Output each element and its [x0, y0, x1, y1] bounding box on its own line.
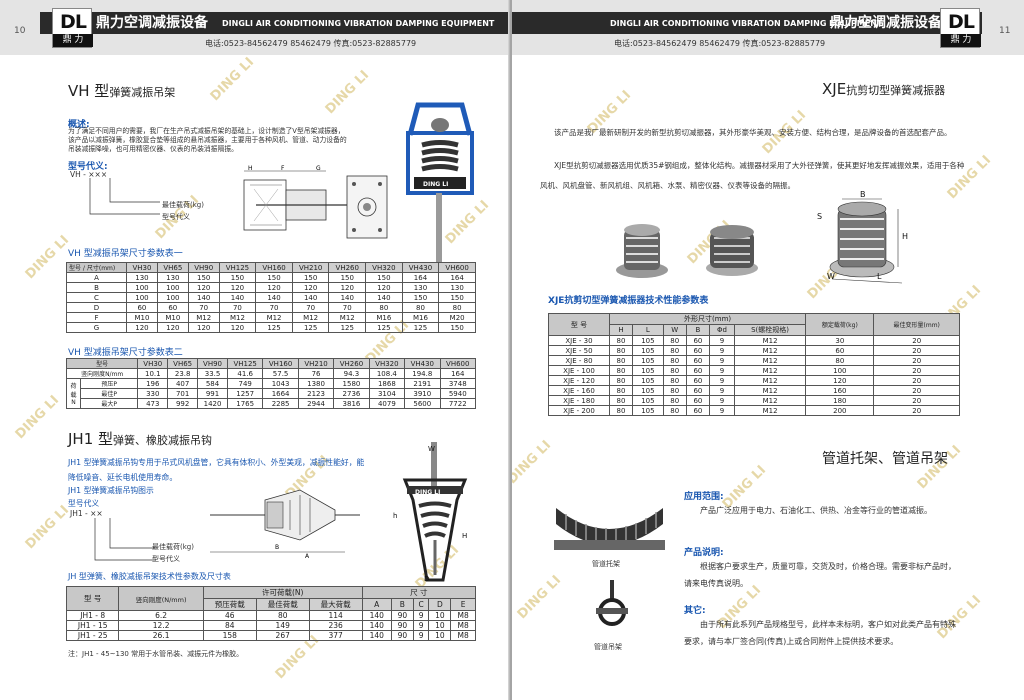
jh-code-label: 型号代义	[68, 499, 100, 508]
svg-text:G: G	[316, 165, 321, 172]
svg-text:B: B	[275, 544, 279, 551]
jh-product-image: DING LI	[402, 442, 468, 582]
jh-description: JH1 型弹簧减振吊钩专用于吊式风机盘管，它具有体积小、外型美观，减振性能好，能…	[68, 458, 365, 482]
svg-text:H: H	[248, 165, 253, 172]
jh-code-lines	[94, 518, 155, 561]
xje-product-image-1	[616, 224, 668, 278]
xje-dimension-drawing	[829, 198, 903, 284]
xje-table-title: XJE抗剪切型弹簧减振器技术性能参数表	[548, 296, 709, 306]
company-name-en: DINGLI AIR CONDITIONING VIBRATION DAMPIN…	[222, 19, 495, 28]
watermark: DING LI	[512, 437, 555, 488]
book-spine	[508, 0, 514, 700]
jh-section-drawing: BA	[210, 489, 360, 560]
watermark: DING LI	[322, 67, 373, 118]
vh-title: VH 型弹簧减振吊架	[68, 82, 176, 100]
xje-product-image-2	[706, 225, 758, 276]
pipe-app-text: 产品广泛应用于电力、石油化工、供热、冶金等行业的管道减振。	[700, 506, 932, 515]
jh-table-title: JH 型弹簧、橡胶减振吊架技术性参数及尺寸表	[68, 572, 231, 581]
pipe-app-label: 应用范围:	[684, 492, 724, 502]
jh-code-load: 最佳载荷(kg)	[152, 543, 194, 551]
logo: DL 鼎 力	[52, 8, 93, 48]
vh-table2-title: VH 型减振吊架尺寸参数表二	[68, 348, 183, 358]
watermark: DING LI	[12, 392, 63, 443]
watermark: DING LI	[207, 54, 258, 105]
logo: DL 鼎 力	[940, 8, 981, 48]
vh-code: VH - ×××	[70, 170, 108, 179]
left-page: 10 DL 鼎 力 鼎力空调减振设备 DINGLI AIR CONDITIONI…	[0, 0, 510, 700]
vh-code-label: 型号代义:	[68, 162, 108, 172]
pipe-title: 管道托架、管道吊架	[822, 451, 948, 467]
page-number: 10	[14, 26, 26, 36]
vh-overview-label: 概述:	[68, 120, 90, 130]
jh-code-type: 型号代义	[152, 555, 180, 563]
jh-note: 注：JH1 - 45~130 常用于水管吊装、减振元件为橡胶。	[68, 650, 244, 658]
xje-paragraph-1: 该产品是我厂最新研制开发的新型抗剪切减振器，其外形豪华美观、安装方便、结构合理，…	[554, 128, 952, 137]
company-name-en: DINGLI AIR CONDITIONING VIBRATION DAMPIN…	[610, 19, 883, 28]
pipe-other-text: 由于所有此系列产品规格型号，此样本未标明，客户如对此类产品有特殊要求，请与本厂签…	[684, 620, 956, 646]
right-page: 11 DINGLI AIR CONDITIONING VIBRATION DAM…	[512, 0, 1024, 700]
vh-code-type: 型号代义	[162, 213, 190, 221]
pipe-support-caption: 管道托架	[592, 560, 620, 568]
contact-phone: 电话:0523-84562479 85462479 传真:0523-828857…	[205, 39, 417, 48]
company-name-cn: 鼎力空调减振设备	[96, 15, 208, 31]
pipe-support-image	[554, 508, 665, 550]
pipe-other-label: 其它:	[684, 606, 706, 616]
vh-table1-title: VH 型减振吊架尺寸参数表一	[68, 249, 183, 259]
watermark: DING LI	[22, 502, 73, 553]
svg-text:A: A	[305, 553, 310, 560]
pipe-desc-label: 产品说明:	[684, 548, 724, 558]
watermark: DING LI	[22, 232, 73, 283]
vh-code-load: 最佳载荷(kg)	[162, 201, 204, 209]
header-bar	[512, 12, 982, 34]
xje-paragraph-2: XJE型抗剪切减振器选用优质35#钢组成，整体化结构。减振器材采用了大外径弹簧，…	[540, 161, 965, 190]
header-bar	[40, 12, 510, 34]
page-number: 11	[999, 26, 1011, 36]
jh-diagram-label: JH1 型弹簧减振吊钩图示	[68, 486, 154, 495]
watermark: DING LI	[514, 572, 565, 623]
vh-overview: 为了满足不同用户的需要，我厂在生产吊式减振吊架的基础上，设计制造了V型吊架减振器…	[68, 127, 347, 153]
vh-product-image: DING LI	[406, 102, 474, 263]
xje-title: XJE抗剪切型弹簧减振器	[822, 80, 946, 98]
vh-code-lines	[89, 178, 160, 215]
pipe-hanger-caption: 管道吊架	[594, 643, 622, 651]
vh-end-view	[346, 175, 388, 239]
svg-text:F: F	[281, 165, 285, 172]
svg-text:DING LI: DING LI	[423, 181, 448, 188]
pipe-hanger-image	[596, 580, 628, 626]
svg-text:DING LI: DING LI	[415, 489, 440, 496]
company-name-cn: 鼎力空调减振设备	[830, 15, 942, 31]
jh-code: JH1 - ××	[70, 509, 103, 518]
jh-title: JH1 型弹簧、橡胶减振吊钩	[68, 430, 213, 448]
pipe-desc-text: 根据客户要求生产，质量可靠，交货及时，价格合理。需要非标产品时，请来电传真说明。	[684, 562, 956, 588]
contact-phone: 电话:0523-84562479 85462479 传真:0523-828857…	[614, 39, 826, 48]
